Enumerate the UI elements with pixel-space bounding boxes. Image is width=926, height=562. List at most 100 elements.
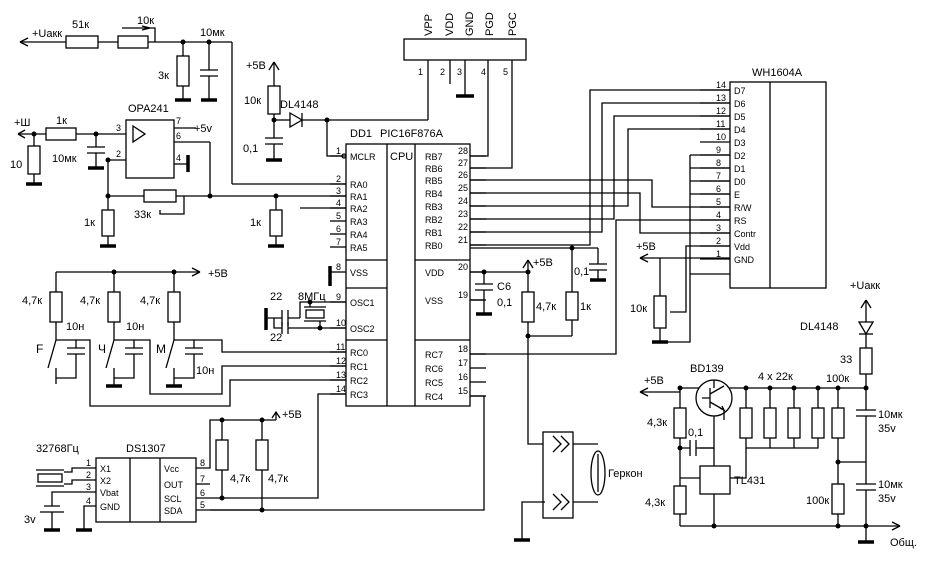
- mcu-lpin-ra5: RA5: [350, 243, 368, 253]
- mclr-network: [265, 61, 428, 162]
- mcu-lpin-mclr: MCLR: [350, 152, 376, 162]
- mcu-lnum: 1: [336, 146, 341, 156]
- hdr-num-2: 2: [440, 67, 445, 77]
- pot10k-label: 10к: [137, 15, 154, 27]
- c10mk-label: 10мк: [200, 27, 225, 39]
- p5b-label: +5В: [533, 257, 553, 269]
- mcu-rnum: 19: [458, 290, 468, 300]
- rb0-reed-network: [470, 245, 607, 542]
- lcd-power: [639, 154, 730, 344]
- opamp-stage: [17, 119, 346, 248]
- rtc-r1-label: 4,7к: [230, 473, 250, 485]
- r43a-label: 4,3к: [647, 417, 667, 429]
- crystal-osc: [264, 266, 346, 334]
- mcu-lpin-rc1: RC1: [350, 362, 368, 372]
- rCh-label: 4,7к: [80, 295, 100, 307]
- rtc-rpin-sda: SDA: [164, 506, 183, 516]
- rtc-lnum: 3: [86, 482, 91, 492]
- lcd-pin-vdd: Vdd: [734, 242, 750, 252]
- common-label: Общ.: [890, 537, 917, 549]
- mcu-rpin-rc7: RC7: [425, 350, 443, 360]
- mcu-rnum: 15: [458, 386, 468, 396]
- power-supply: [639, 299, 901, 544]
- r1k-in-label: 1к: [56, 115, 67, 127]
- cF-label: 10н: [66, 321, 84, 333]
- lcd-pin-gnd: GND: [734, 255, 755, 265]
- uakk2-label: +Uакк: [850, 280, 880, 292]
- mcu-lpin-rc0: RC0: [350, 348, 368, 358]
- r4x22-label: 4 х 22к: [758, 371, 793, 383]
- lcd-pin-d2: D2: [734, 151, 746, 161]
- xtal-rtc-label: 32768Гц: [36, 443, 80, 455]
- bd139-label: BD139: [690, 363, 724, 375]
- mcu-rnum: 21: [458, 235, 468, 245]
- rtc-r2-label: 4,7к: [268, 473, 288, 485]
- c6v-label: 0,1: [497, 297, 512, 309]
- mcu-lpin-vss: VSS: [350, 268, 368, 278]
- mcu-lnum: 6: [336, 224, 341, 234]
- c22a-label: 22: [270, 291, 282, 303]
- rtc-lnum: 1: [86, 458, 91, 468]
- op-pin-4: 4: [176, 153, 181, 163]
- c22b-label: 22: [270, 332, 282, 344]
- mcu-rnum: 27: [458, 158, 468, 168]
- c10mk-in-label: 10мк: [52, 153, 77, 165]
- mcu-lpin-osc1: OSC1: [350, 298, 375, 308]
- mcu-lpin-ra3: RA3: [350, 217, 368, 227]
- hdr-pin-pgd: PGD: [484, 12, 496, 36]
- bat-label: 3v: [24, 514, 36, 526]
- r100a-label: 100к: [826, 373, 849, 385]
- mcu-rpin-rc4: RC4: [425, 392, 443, 402]
- lcd-num: 2: [716, 236, 721, 246]
- lcd-num: 4: [716, 210, 721, 220]
- mcu-rpin-rb4: RB4: [425, 189, 443, 199]
- lcd-pin-contr: Contr: [734, 229, 756, 239]
- rtc-rpin-scl: SCL: [164, 494, 182, 504]
- mcu-lnum: 9: [336, 292, 341, 302]
- rtc-lpin-gnd: GND: [100, 502, 121, 512]
- c10b-v-label: 35v: [878, 493, 896, 505]
- mcu-lpin-rc3: RC3: [350, 390, 368, 400]
- button-bank: [47, 267, 346, 407]
- lcd-num: 12: [716, 106, 726, 116]
- rtc-lpin-x2: X2: [100, 476, 111, 486]
- mcu-lnum: 14: [336, 384, 346, 394]
- p5e-label: +5В: [282, 409, 302, 421]
- mcu-rnum: 24: [458, 196, 468, 206]
- lcd-num: 14: [716, 80, 726, 90]
- rtc-rnum: 5: [200, 500, 205, 510]
- rM-label: 4,7к: [140, 295, 160, 307]
- lcd-num: 9: [716, 145, 721, 155]
- mcu-rnum: 16: [458, 372, 468, 382]
- r1k-ra2-label: 1к: [250, 217, 261, 229]
- rtc-lpin-x1: X1: [100, 464, 111, 474]
- c01a-label: 0,1: [243, 143, 258, 155]
- mcu-lnum: 2: [336, 174, 341, 184]
- rF-label: 4,7к: [22, 295, 42, 307]
- hdr-num-5: 5: [503, 67, 508, 77]
- lcd-num: 6: [716, 184, 721, 194]
- lcd-num: 3: [716, 223, 721, 233]
- mcu-lpin-osc2: OSC2: [350, 324, 375, 334]
- lcd-pin-d0: D0: [734, 177, 746, 187]
- lcd-pin-d5: D5: [734, 112, 746, 122]
- r10-sh-label: 10: [10, 159, 22, 171]
- op-pin-3: 3: [116, 123, 121, 133]
- mcu-lnum: 5: [336, 211, 341, 221]
- lcd-pin-rs: RS: [734, 216, 747, 226]
- lcd-num: 7: [716, 171, 721, 181]
- hdr-num-4: 4: [481, 67, 486, 77]
- mcu-rpin-rb2: RB2: [425, 215, 443, 225]
- r1k-reed-label: 1к: [580, 301, 591, 313]
- reed-label: Геркон: [608, 468, 643, 480]
- rc4-wire: [210, 395, 485, 511]
- op-supply-label: +5v: [194, 123, 213, 135]
- lcd-pin-d3: D3: [734, 138, 746, 148]
- mcu-cpu: CPU: [390, 151, 413, 163]
- rtc-rnum: 8: [200, 458, 205, 468]
- lcd-pin-d4: D4: [734, 125, 746, 135]
- mcu-rpin-rb3: RB3: [425, 202, 443, 212]
- mcu-lnum: 12: [336, 356, 346, 366]
